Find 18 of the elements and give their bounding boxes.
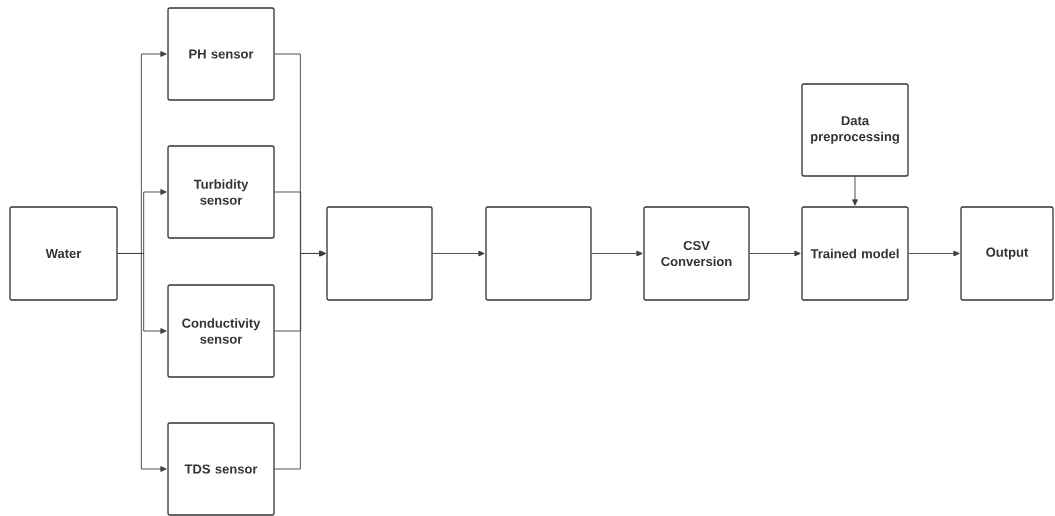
arrow [274,250,326,470]
process-box: TDS sensor [167,422,275,516]
process-box: CSV Conversion [643,206,750,301]
arrow [852,176,858,206]
process-box: Turbidity sensor [167,145,275,239]
process-box: Data preprocessing [801,83,909,177]
process-box: PH sensor [167,7,275,101]
empty-box [326,206,433,301]
arrow [749,250,801,257]
arrow [117,253,167,472]
process-box: Conductivity sensor [167,284,275,378]
process-box: Trained model [801,206,909,301]
process-box: Water [9,206,118,301]
arrow [908,250,960,257]
arrow [591,250,643,257]
arrow [432,250,485,257]
empty-box [485,206,592,301]
process-box: Output [960,206,1054,301]
